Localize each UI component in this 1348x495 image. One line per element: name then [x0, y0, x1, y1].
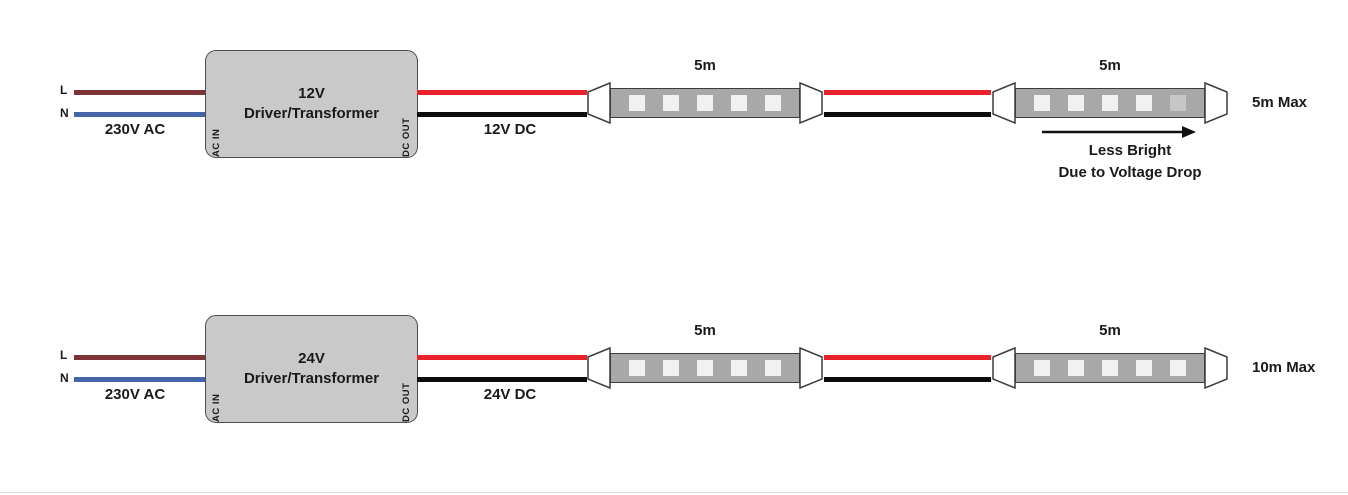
- link-negative-wire: [824, 377, 991, 382]
- voltage-drop-arrow-icon: [1042, 126, 1196, 138]
- led-chip: [731, 95, 747, 111]
- dc-negative-wire: [417, 112, 587, 117]
- strip-end-cap-icon: [992, 82, 1016, 124]
- led-strip: [1015, 353, 1205, 383]
- led-chip: [1068, 95, 1084, 111]
- led-chip: [629, 95, 645, 111]
- strip-end-cap-icon: [799, 82, 823, 124]
- driver-transformer-box: AC IN 24V Driver/Transformer DC OUT: [205, 315, 418, 423]
- link-negative-wire: [824, 112, 991, 117]
- driver-name-label: Driver/Transformer: [243, 370, 380, 387]
- bottom-divider: [0, 492, 1348, 493]
- led-chip: [1034, 95, 1050, 111]
- live-wire: [74, 90, 205, 95]
- dc-voltage-label: 12V DC: [483, 121, 537, 138]
- led-chip: [1170, 360, 1186, 376]
- led-chip: [731, 360, 747, 376]
- led-strip: [610, 88, 800, 118]
- dc-voltage-label: 24V DC: [483, 386, 537, 403]
- neutral-terminal-label: N: [60, 371, 69, 385]
- strip1-length-label: 5m: [694, 322, 716, 339]
- driver-transformer-box: AC IN 12V Driver/Transformer DC OUT: [205, 50, 418, 158]
- led-chip: [765, 95, 781, 111]
- led-chip: [663, 95, 679, 111]
- strip2-length-label: 5m: [1099, 322, 1121, 339]
- dc-positive-wire: [417, 355, 587, 360]
- max-run-label: 10m Max: [1252, 359, 1316, 376]
- ac-in-port-label: AC IN: [211, 393, 222, 422]
- led-strip: [610, 353, 800, 383]
- strip-end-cap-icon: [587, 82, 611, 124]
- voltage-drop-note-line2: Due to Voltage Drop: [1058, 164, 1202, 181]
- led-chip: [1102, 360, 1118, 376]
- strip-end-cap-icon: [1204, 82, 1228, 124]
- neutral-wire: [74, 377, 205, 382]
- led-chip: [1034, 360, 1050, 376]
- diagram-12v: L N 230V AC AC IN 12V Driver/Transformer…: [60, 50, 1308, 181]
- ac-in-port-label: AC IN: [211, 128, 222, 157]
- dc-negative-wire: [417, 377, 587, 382]
- voltage-drop-note-line1: Less Bright: [1088, 142, 1172, 159]
- led-strip: [1015, 88, 1205, 118]
- live-wire: [74, 355, 205, 360]
- led-chip: [1136, 360, 1152, 376]
- link-positive-wire: [824, 90, 991, 95]
- dc-positive-wire: [417, 90, 587, 95]
- strip2-length-label: 5m: [1099, 57, 1121, 74]
- diagram-24v: L N 230V AC AC IN 24V Driver/Transformer…: [0, 265, 1348, 495]
- dc-out-port-label: DC OUT: [401, 117, 412, 157]
- driver-voltage-label: 24V: [298, 350, 325, 367]
- led-chip: [663, 360, 679, 376]
- led-chip: [765, 360, 781, 376]
- driver-name-label: Driver/Transformer: [243, 105, 380, 122]
- strip-end-cap-icon: [1204, 347, 1228, 389]
- max-run-label: 5m Max: [1252, 94, 1308, 111]
- led-chip: [1068, 360, 1084, 376]
- driver-voltage-label: 12V: [298, 85, 325, 102]
- strip-end-cap-icon: [992, 347, 1016, 389]
- input-voltage-label: 230V AC: [104, 121, 166, 138]
- live-terminal-label: L: [60, 348, 68, 362]
- led-chip: [697, 360, 713, 376]
- led-chip: [1102, 95, 1118, 111]
- led-chip: [1170, 95, 1186, 111]
- strip-end-cap-icon: [799, 347, 823, 389]
- live-terminal-label: L: [60, 83, 68, 97]
- led-chip: [1136, 95, 1152, 111]
- led-chip: [629, 360, 645, 376]
- neutral-terminal-label: N: [60, 106, 69, 120]
- neutral-wire: [74, 112, 205, 117]
- input-voltage-label: 230V AC: [104, 386, 166, 403]
- link-positive-wire: [824, 355, 991, 360]
- strip1-length-label: 5m: [694, 57, 716, 74]
- dc-out-port-label: DC OUT: [401, 382, 412, 422]
- led-chip: [697, 95, 713, 111]
- strip-end-cap-icon: [587, 347, 611, 389]
